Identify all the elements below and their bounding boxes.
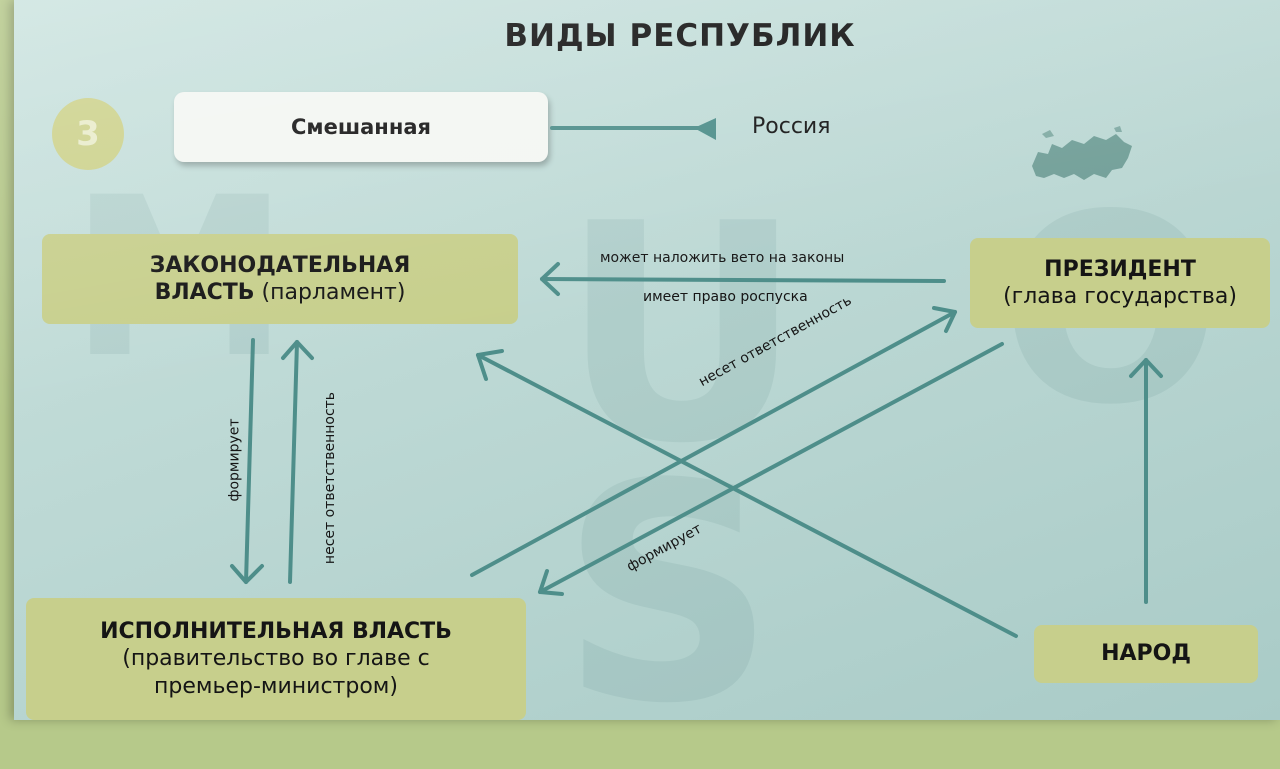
mixed-republic-label: Смешанная [291, 114, 431, 139]
people-label: НАРОД [1101, 641, 1191, 667]
legislative-power-box: ЗАКОНОДАТЕЛЬНАЯ ВЛАСТЬ (парламент) [42, 234, 518, 324]
president-title: ПРЕЗИДЕНТ [1044, 256, 1196, 282]
president-box: ПРЕЗИДЕНТ (глава государства) [970, 238, 1270, 328]
executive-to-legislative-line [288, 340, 299, 584]
russia-map-icon [1032, 126, 1132, 180]
president-to-executive-arrowhead [538, 569, 564, 596]
legislative-power-word: ВЛАСТЬ [154, 280, 255, 305]
legislative-parliament: (парламент) [254, 280, 406, 305]
executive-title: ИСПОЛНИТЕЛЬНАЯ ВЛАСТЬ [100, 618, 452, 644]
russia-to-mixed-arrowhead [694, 118, 716, 140]
page-title: ВИДЫ РЕСПУБЛИК [504, 18, 856, 54]
people-to-legislative-arrowhead [476, 349, 504, 381]
responsible-left-label: несет ответственность [322, 391, 339, 565]
dissolve-label: имеет право роспуска [643, 289, 808, 305]
legislative-to-executive-arrowhead [230, 564, 264, 584]
legislative-subtitle-line: ВЛАСТЬ (парламент) [155, 279, 406, 307]
people-to-president-arrowhead [1129, 358, 1163, 378]
country-label: Россия [752, 114, 831, 139]
watermark-decoration: S [560, 420, 777, 769]
executive-to-president-arrowhead [932, 306, 957, 333]
mixed-republic-box: Смешанная [174, 92, 548, 162]
people-to-legislative-line [476, 353, 1018, 638]
president-to-legislative-arrowhead [540, 262, 560, 296]
executive-power-box: ИСПОЛНИТЕЛЬНАЯ ВЛАСТЬ (правительство во … [26, 598, 526, 720]
watermark-decoration: U [560, 160, 804, 509]
forms-left-label: формирует [226, 418, 243, 502]
president-to-legislative-line [540, 277, 946, 283]
legislative-title: ЗАКОНОДАТЕЛЬНАЯ [149, 252, 411, 278]
executive-to-legislative-arrowhead [281, 340, 314, 360]
president-to-executive-line [538, 342, 1004, 594]
executive-subtitle-1: (правительство во главе с [122, 646, 430, 672]
connection-arrows [230, 118, 1163, 638]
president-subtitle: (глава государства) [1003, 284, 1237, 309]
executive-to-president-line [470, 310, 957, 577]
legislative-to-executive-line [244, 338, 255, 584]
people-box: НАРОД [1034, 625, 1258, 683]
section-number-badge: 3 [52, 98, 124, 170]
veto-label: может наложить вето на законы [600, 250, 845, 266]
executive-subtitle-2: премьер-министром) [154, 673, 398, 699]
